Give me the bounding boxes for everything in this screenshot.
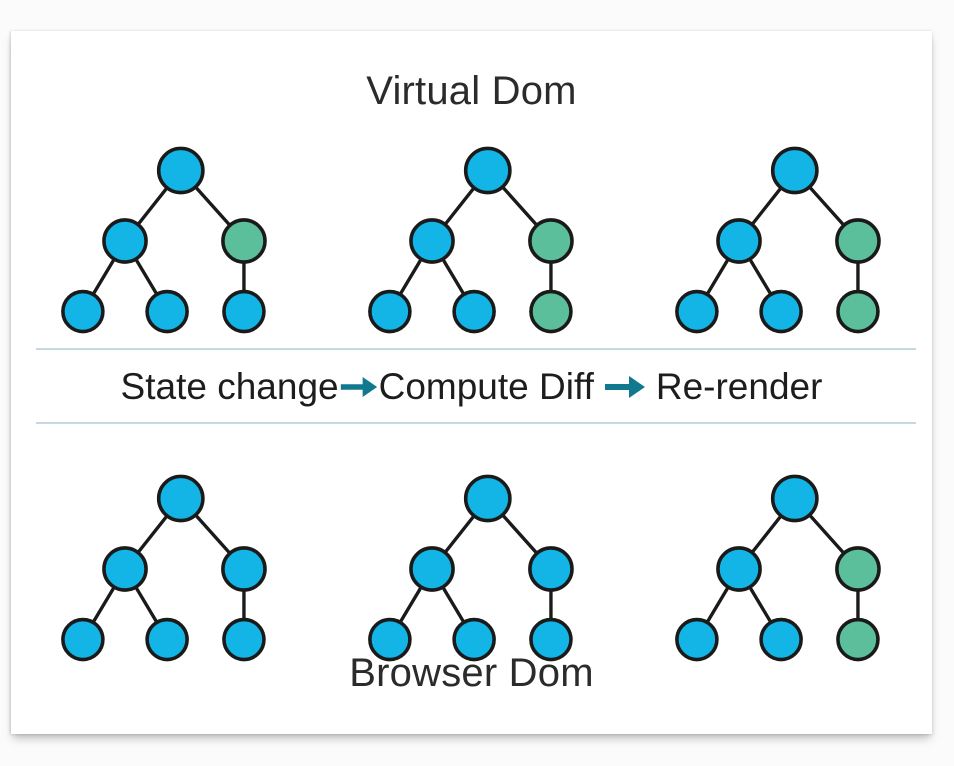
tree-node-leaf-b: [144, 617, 189, 662]
virtual-dom-tree-2: [367, 146, 574, 334]
divider-lower: [36, 422, 916, 424]
browser-dom-row: [11, 469, 932, 669]
tree-node-child-left: [408, 218, 455, 264]
tree-node-root: [156, 146, 205, 195]
divider-upper: [36, 348, 916, 350]
tree-node-leaf-a: [674, 289, 719, 334]
flow-strip: State change Compute Diff Re-render: [11, 356, 932, 418]
tree-node-child-left: [715, 218, 762, 264]
virtual-dom-tree-3: [674, 146, 881, 334]
tree-node-leaf-c: [835, 617, 880, 662]
tree-node-child-right: [527, 218, 574, 264]
virtual-dom-tree-1: [60, 146, 267, 334]
flow-step-re-render: Re-render: [655, 366, 823, 407]
tree-node-root: [770, 474, 819, 523]
tree-node-child-right: [220, 218, 267, 264]
flow-step-compute-diff: Compute Diff: [378, 366, 594, 407]
tree-node-child-left: [408, 546, 455, 592]
tree-node-leaf-c: [221, 289, 266, 334]
bottom-label: Browser Dom: [349, 651, 594, 695]
tree-node-root: [770, 146, 819, 195]
tree-node-leaf-b: [758, 289, 803, 334]
tree-node-child-left: [715, 546, 762, 592]
tree-node-leaf-c: [528, 289, 573, 334]
tree-node-child-right: [834, 546, 881, 592]
tree-node-leaf-a: [60, 289, 105, 334]
page-title: Virtual Dom: [366, 69, 577, 113]
tree-node-leaf-c: [221, 617, 266, 662]
tree-node-root: [463, 146, 512, 195]
diagram-card: Virtual Dom State change Compute Diff Re…: [11, 31, 932, 734]
tree-node-leaf-c: [528, 617, 573, 662]
virtual-dom-row: [11, 141, 932, 341]
tree-node-leaf-b: [758, 617, 803, 662]
tree-node-leaf-b: [144, 289, 189, 334]
tree-node-leaf-b: [451, 289, 496, 334]
tree-node-root: [156, 474, 205, 523]
tree-node-root: [463, 474, 512, 523]
browser-dom-tree-2: [367, 474, 574, 662]
tree-node-child-right: [527, 546, 574, 592]
arrow-right-icon: [339, 367, 379, 407]
tree-node-child-left: [101, 546, 148, 592]
tree-node-leaf-a: [674, 617, 719, 662]
flow-step-state-change: State change: [120, 366, 339, 407]
tree-node-leaf-a: [367, 617, 412, 662]
tree-node-leaf-a: [60, 617, 105, 662]
tree-node-child-right: [220, 546, 267, 592]
diagram-card-inner: Virtual Dom State change Compute Diff Re…: [11, 31, 932, 734]
browser-dom-tree-3: [674, 474, 881, 662]
tree-node-leaf-a: [367, 289, 412, 334]
tree-node-leaf-b: [451, 617, 496, 662]
tree-node-child-left: [101, 218, 148, 264]
browser-dom-tree-1: [60, 474, 267, 662]
tree-node-leaf-c: [835, 289, 880, 334]
tree-node-child-right: [834, 218, 881, 264]
arrow-right-icon: [594, 367, 656, 407]
